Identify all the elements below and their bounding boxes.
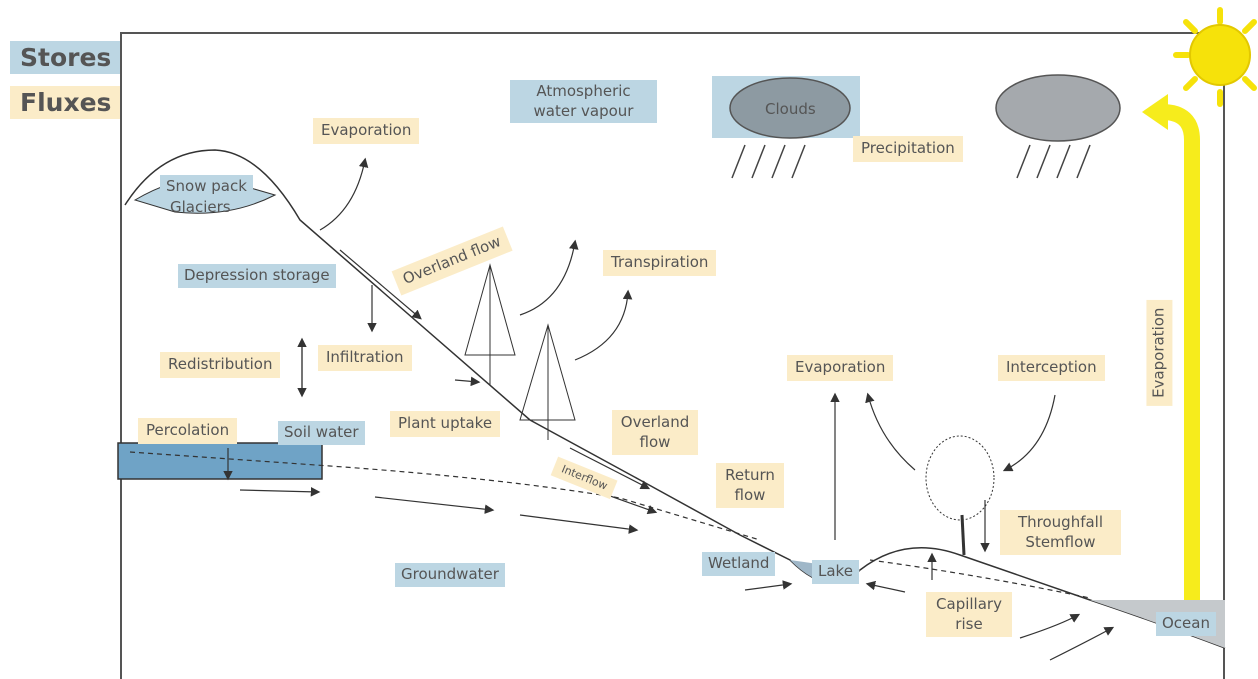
return-flow-label: Return flow: [716, 463, 784, 508]
conifer-tree-icon: [465, 265, 515, 385]
percolation-label: Percolation: [138, 418, 237, 444]
deciduous-tree-icon: [926, 436, 994, 555]
ocean-label: Ocean: [1156, 612, 1216, 636]
groundwater-label: Groundwater: [395, 563, 505, 587]
terrain-line: [125, 150, 1225, 648]
interception-label: Interception: [998, 355, 1105, 381]
ocean-evaporation-arrowhead: [1142, 94, 1168, 130]
glaciers-label: Glaciers: [170, 198, 231, 218]
transpiration-label: Transpiration: [603, 250, 716, 276]
redistribution-label: Redistribution: [160, 352, 280, 378]
conifer-tree-icon: [520, 325, 575, 440]
snow-pack-label: Snow pack: [160, 175, 253, 199]
throughfall-stemflow-label: Throughfall Stemflow: [1000, 510, 1121, 555]
clouds-label: Clouds: [765, 100, 816, 120]
evaporation-ocean-label: Evaporation: [1146, 300, 1172, 406]
sun-icon: [1176, 10, 1254, 104]
wetland-label: Wetland: [702, 552, 775, 576]
capillary-rise-label: Capillary rise: [926, 592, 1012, 637]
atmospheric-vapour-label: Atmospheric water vapour: [510, 80, 657, 123]
soil-water-box: [118, 443, 322, 479]
cloud-icon: [996, 75, 1120, 141]
overland-flow-mid-label: Overland flow: [612, 410, 698, 455]
evaporation-top-label: Evaporation: [313, 118, 419, 144]
soil-water-label: Soil water: [278, 421, 365, 445]
rain-icon: [732, 145, 805, 178]
precipitation-label: Precipitation: [853, 136, 963, 162]
depression-storage-label: Depression storage: [178, 264, 336, 288]
plant-uptake-label: Plant uptake: [390, 411, 500, 437]
evaporation-lake-label: Evaporation: [787, 355, 893, 381]
infiltration-label: Infiltration: [318, 345, 412, 371]
rain-icon: [1017, 145, 1090, 178]
lake-label: Lake: [812, 560, 859, 584]
